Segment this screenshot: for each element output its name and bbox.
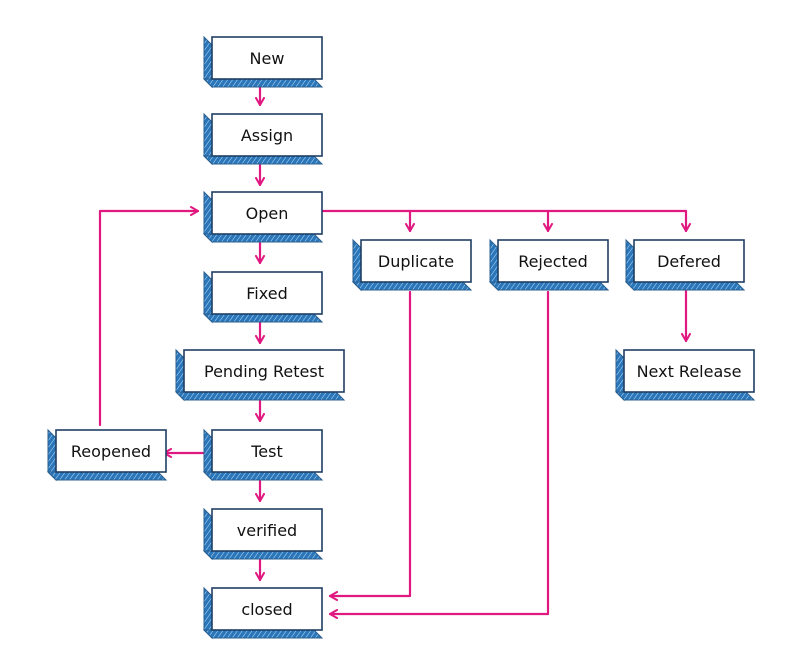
node-rejected-label: Rejected xyxy=(518,252,588,271)
node-fixed-bottom xyxy=(202,313,324,323)
node-next-release: Next Release xyxy=(614,348,756,402)
node-assign-bottom xyxy=(202,155,324,165)
node-verified: verified xyxy=(202,507,324,561)
node-duplicate-bottom xyxy=(351,281,473,291)
node-next-release-face xyxy=(623,349,755,393)
node-duplicate: Duplicate xyxy=(351,238,473,292)
node-pending-retest-label: Pending Retest xyxy=(204,362,324,381)
node-fixed-face xyxy=(211,271,323,315)
node-assign: Assign xyxy=(202,112,324,166)
node-defered: Defered xyxy=(624,238,746,292)
arrow-duplicate-to-closed xyxy=(328,290,412,601)
node-next-release-label: Next Release xyxy=(637,362,742,381)
node-new-bottom xyxy=(202,78,324,88)
node-verified-face xyxy=(211,508,323,552)
node-defered-bottom xyxy=(624,281,746,291)
node-new: New xyxy=(202,35,324,89)
node-test: Test xyxy=(202,428,324,482)
node-pending-retest-face xyxy=(183,349,345,393)
node-reopened-label: Reopened xyxy=(71,442,151,461)
node-pending-retest: Pending Retest xyxy=(174,348,346,402)
node-verified-bottom xyxy=(202,550,324,560)
node-closed: closed xyxy=(202,586,324,640)
node-test-face xyxy=(211,429,323,473)
node-duplicate-label: Duplicate xyxy=(378,252,454,271)
node-defered-label: Defered xyxy=(657,252,721,271)
node-reopened: Reopened xyxy=(46,428,168,482)
node-test-bottom xyxy=(202,471,324,481)
node-pending-retest-bottom xyxy=(174,391,346,401)
node-open-label: Open xyxy=(246,204,289,223)
node-rejected: Rejected xyxy=(488,238,610,292)
node-fixed-label: Fixed xyxy=(246,284,287,303)
node-new-face xyxy=(211,36,323,80)
node-rejected-face xyxy=(497,239,609,283)
node-closed-bottom xyxy=(202,629,324,639)
node-fixed: Fixed xyxy=(202,270,324,324)
node-rejected-bottom xyxy=(488,281,610,291)
node-defered-face xyxy=(633,239,745,283)
node-duplicate-face xyxy=(360,239,472,283)
node-assign-face xyxy=(211,113,323,157)
node-open: Open xyxy=(202,190,324,244)
arrow-rejected-to-closed xyxy=(328,290,550,619)
node-open-face xyxy=(211,191,323,235)
node-test-label: Test xyxy=(250,442,283,461)
node-verified-label: verified xyxy=(237,521,297,540)
node-new-label: New xyxy=(250,49,285,68)
node-open-bottom xyxy=(202,233,324,243)
node-reopened-face xyxy=(55,429,167,473)
node-reopened-bottom xyxy=(46,471,168,481)
arrow-reopened-to-open xyxy=(98,206,200,427)
node-next-release-bottom xyxy=(614,391,756,401)
connector-arrows xyxy=(98,84,691,619)
node-closed-label: closed xyxy=(241,600,292,619)
node-assign-label: Assign xyxy=(241,126,293,145)
node-closed-face xyxy=(211,587,323,631)
